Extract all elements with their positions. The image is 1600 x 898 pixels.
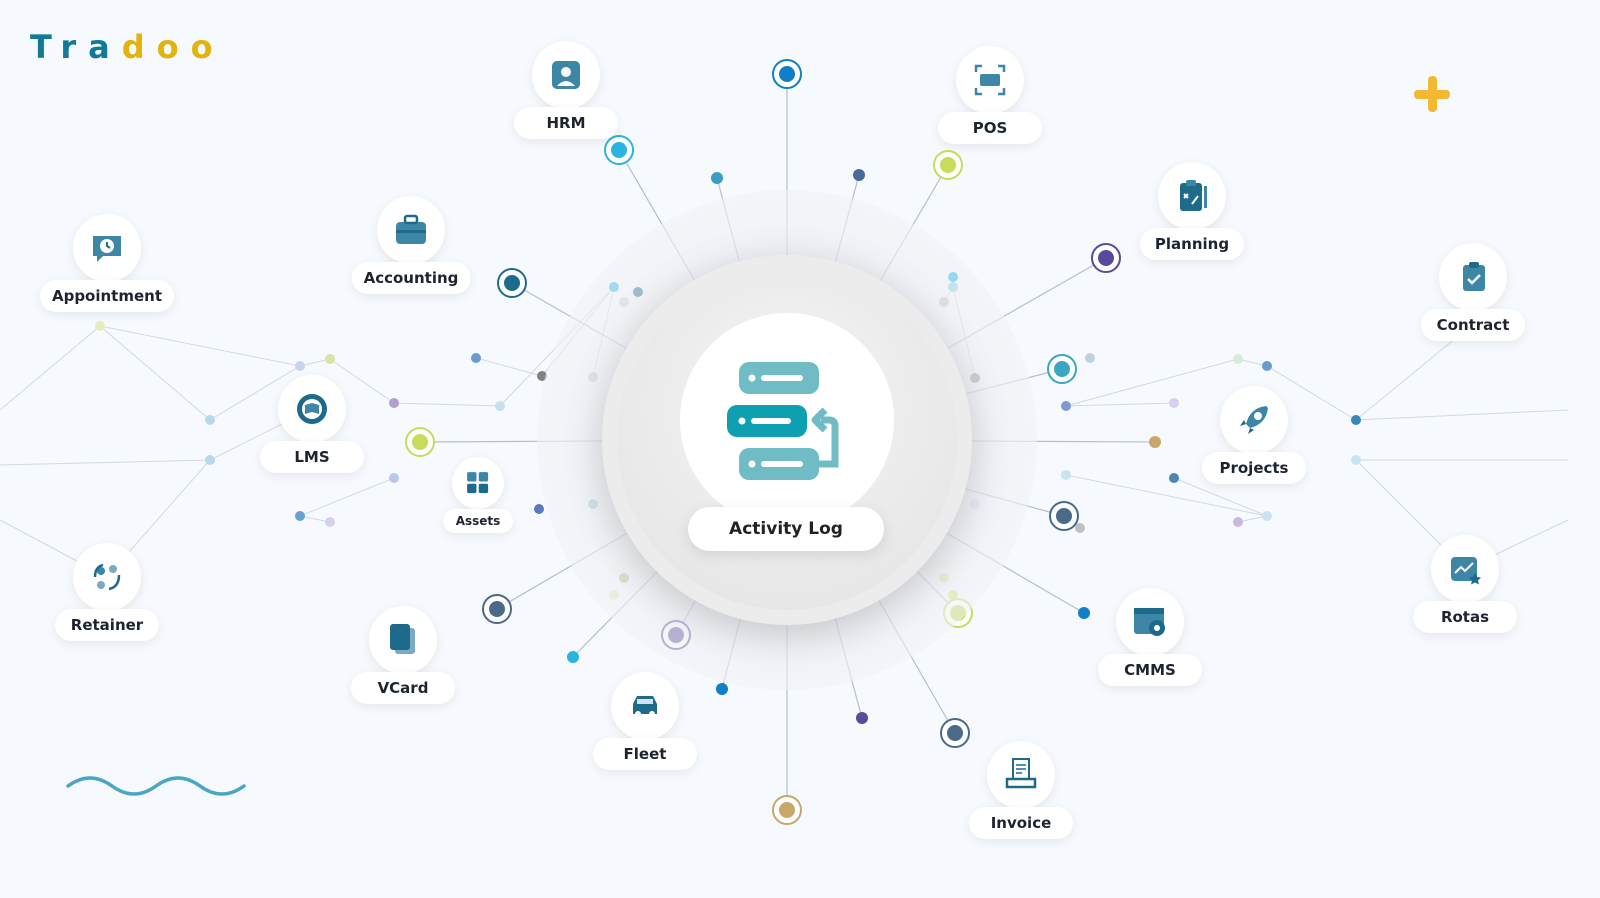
logo-text-part1: Tra [30, 28, 122, 66]
connector-line [209, 365, 301, 421]
node-dot [1098, 250, 1114, 266]
connector-line [1355, 409, 1569, 421]
connector-line [475, 357, 543, 377]
node-dot [567, 651, 579, 663]
module-label-assets[interactable]: Assets [443, 509, 513, 533]
node-dot [1262, 511, 1272, 521]
node-dot [1169, 398, 1179, 408]
node-dot [1061, 401, 1071, 411]
module-label-invoice[interactable]: Invoice [969, 807, 1073, 839]
node-dot [1056, 508, 1072, 524]
node-dot [611, 142, 627, 158]
node-dot [1233, 354, 1243, 364]
module-label-accounting[interactable]: Accounting [351, 262, 471, 294]
node-dot [1262, 361, 1272, 371]
connector-line [1173, 477, 1268, 517]
node-dot [325, 354, 335, 364]
node-dot [95, 321, 105, 331]
node-dot [489, 601, 505, 617]
node-dot [1075, 523, 1085, 533]
node-dot [412, 434, 428, 450]
node-dot [940, 157, 956, 173]
clipboard-check-icon[interactable] [1439, 243, 1507, 311]
node-dot [205, 415, 215, 425]
node-dot [295, 511, 305, 521]
module-label-appointment[interactable]: Appointment [39, 280, 175, 312]
node-dot [1061, 470, 1071, 480]
module-label-vcard[interactable]: VCard [351, 672, 455, 704]
connector-line [1266, 365, 1357, 421]
node-dot [856, 712, 868, 724]
user-badge-icon[interactable] [532, 41, 600, 109]
node-dot [389, 473, 399, 483]
node-dot [504, 275, 520, 291]
module-label-contract[interactable]: Contract [1421, 309, 1525, 341]
calculator-icon[interactable] [452, 457, 504, 509]
module-label-retainer[interactable]: Retainer [55, 609, 159, 641]
connector-line [0, 325, 101, 411]
connector-line [99, 325, 301, 367]
window-gear-icon[interactable] [1116, 588, 1184, 656]
chart-star-icon[interactable] [1431, 535, 1499, 603]
node-dot [1351, 455, 1361, 465]
connector-line [1065, 358, 1239, 407]
node-dot [711, 172, 723, 184]
pos-scanner-icon[interactable] [956, 46, 1024, 114]
module-label-pos[interactable]: POS [938, 112, 1042, 144]
wave-decoration-icon [66, 776, 246, 796]
plus-decoration-icon [1414, 76, 1450, 112]
activity-log-label[interactable]: Activity Log [688, 507, 884, 551]
node-dot [325, 517, 335, 527]
connector-line [0, 459, 211, 466]
activity-log-server-icon [727, 362, 839, 480]
node-dot [534, 504, 544, 514]
connector-line [299, 515, 331, 523]
connector-line [299, 358, 331, 367]
module-label-projects[interactable]: Projects [1202, 452, 1306, 484]
node-dot [1078, 607, 1090, 619]
node-dot [495, 401, 505, 411]
tradoo-logo[interactable]: Tradoo [30, 28, 225, 66]
connector-line [1065, 474, 1268, 517]
connector-line [299, 477, 395, 517]
laptop-invoice-icon[interactable] [987, 741, 1055, 809]
car-icon[interactable] [611, 672, 679, 740]
node-dot [389, 398, 399, 408]
gear-book-icon[interactable] [278, 375, 346, 443]
module-label-rotas[interactable]: Rotas [1413, 601, 1517, 633]
module-label-planning[interactable]: Planning [1140, 228, 1244, 260]
node-dot [1149, 436, 1161, 448]
node-dot [947, 725, 963, 741]
module-label-fleet[interactable]: Fleet [593, 738, 697, 770]
node-dot [295, 361, 305, 371]
node-dot [1054, 361, 1070, 377]
connector-line [1065, 402, 1175, 407]
node-dot [1169, 473, 1179, 483]
node-dot [779, 802, 795, 818]
node-dot [205, 455, 215, 465]
connector-line [329, 358, 395, 404]
clipboard-plan-icon[interactable] [1158, 162, 1226, 230]
node-dot [779, 66, 795, 82]
clock-chat-icon[interactable] [73, 214, 141, 282]
briefcase-icon[interactable] [377, 196, 445, 264]
node-dot [471, 353, 481, 363]
connector-line [393, 402, 501, 407]
node-dot [853, 169, 865, 181]
card-icon[interactable] [369, 606, 437, 674]
logo-text-part2: doo [121, 28, 225, 66]
module-label-lms[interactable]: LMS [260, 441, 364, 473]
cycle-icon[interactable] [73, 543, 141, 611]
node-dot [1351, 415, 1361, 425]
module-label-hrm[interactable]: HRM [514, 107, 618, 139]
rocket-icon[interactable] [1220, 386, 1288, 454]
module-label-cmms[interactable]: CMMS [1098, 654, 1202, 686]
node-dot [1085, 353, 1095, 363]
node-dot [716, 683, 728, 695]
connector-line [99, 325, 211, 421]
node-dot [1233, 517, 1243, 527]
